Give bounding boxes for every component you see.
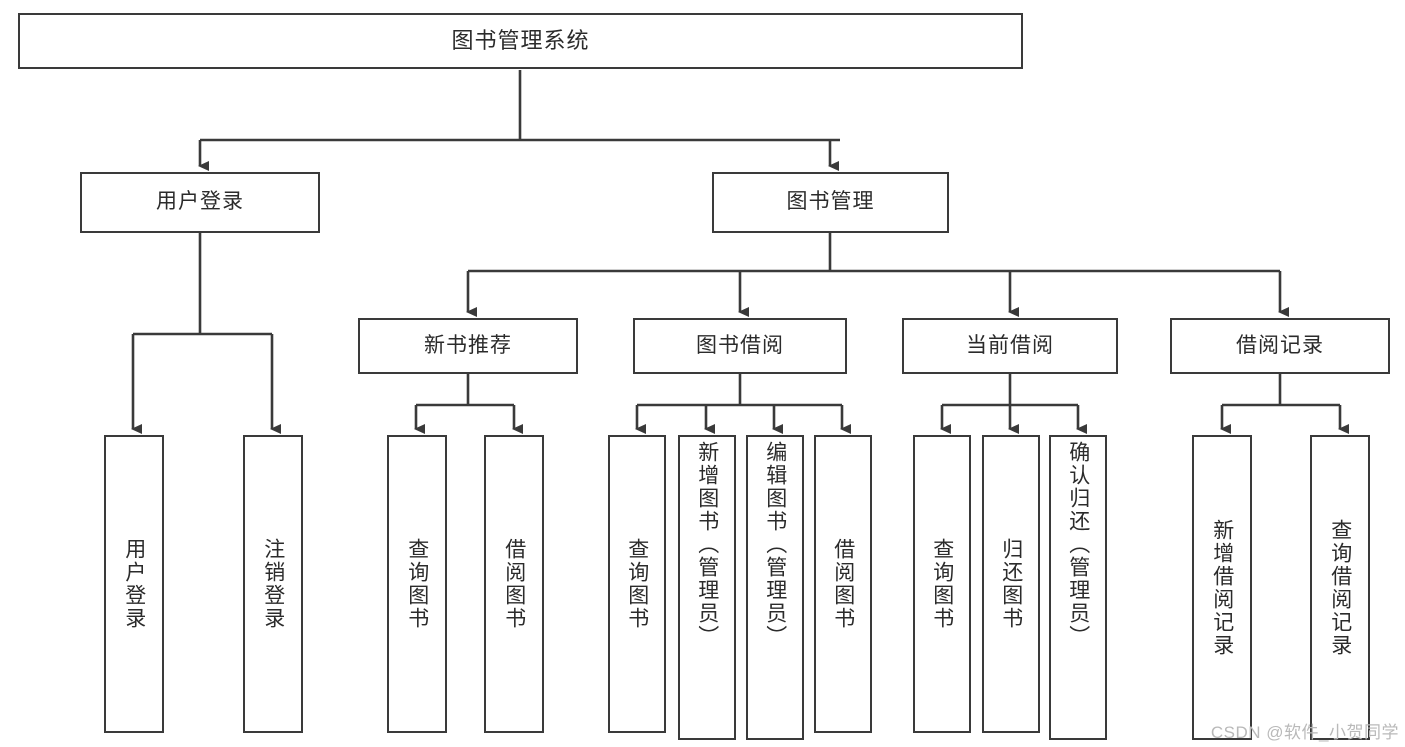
leaf-br-add-record-label: 新增借阅记录 [1210, 518, 1234, 657]
node-current-borrow[interactable]: 当前借阅 [902, 318, 1118, 374]
node-book-manage-label: 图书管理 [786, 190, 875, 214]
leaf-br-add-record[interactable]: 新增借阅记录 [1192, 435, 1252, 740]
node-user-login-label: 用户登录 [156, 190, 244, 214]
node-new-book-recommend-label: 新书推荐 [424, 333, 512, 357]
leaf-nb-query-book-label: 查询图书 [405, 538, 429, 630]
leaf-bb-edit-book-label: 编辑图书（管理员） [763, 441, 787, 648]
leaf-nb-borrow-book[interactable]: 借阅图书 [484, 435, 544, 733]
node-current-borrow-label: 当前借阅 [966, 333, 1054, 357]
node-borrow-record[interactable]: 借阅记录 [1170, 318, 1390, 374]
leaf-bb-edit-book[interactable]: 编辑图书（管理员） [746, 435, 804, 740]
leaf-bb-query-book[interactable]: 查询图书 [608, 435, 666, 733]
leaf-bb-add-book[interactable]: 新增图书（管理员） [678, 435, 736, 740]
node-borrow-record-label: 借阅记录 [1236, 333, 1324, 357]
leaf-user-login[interactable]: 用户登录 [104, 435, 164, 733]
leaf-logout[interactable]: 注销登录 [243, 435, 303, 733]
leaf-cb-query-book-label: 查询图书 [930, 538, 954, 630]
node-book-borrow-label: 图书借阅 [696, 333, 784, 357]
leaf-cb-confirm-return[interactable]: 确认归还（管理员） [1049, 435, 1107, 740]
node-root[interactable]: 图书管理系统 [18, 13, 1023, 69]
leaf-nb-borrow-book-label: 借阅图书 [502, 538, 526, 630]
leaf-cb-confirm-return-label: 确认归还（管理员） [1066, 441, 1090, 648]
leaf-bb-query-book-label: 查询图书 [625, 538, 649, 630]
leaf-cb-return-book-label: 归还图书 [999, 538, 1023, 630]
node-book-borrow[interactable]: 图书借阅 [633, 318, 847, 374]
leaf-bb-add-book-label: 新增图书（管理员） [695, 441, 719, 648]
node-root-label: 图书管理系统 [451, 28, 590, 54]
leaf-br-query-record[interactable]: 查询借阅记录 [1310, 435, 1370, 740]
leaf-bb-borrow-book-label: 借阅图书 [831, 538, 855, 630]
leaf-cb-return-book[interactable]: 归还图书 [982, 435, 1040, 733]
node-new-book-recommend[interactable]: 新书推荐 [358, 318, 578, 374]
node-book-manage[interactable]: 图书管理 [712, 172, 949, 233]
leaf-logout-label: 注销登录 [261, 538, 285, 630]
leaf-user-login-label: 用户登录 [122, 538, 146, 630]
leaf-nb-query-book[interactable]: 查询图书 [387, 435, 447, 733]
leaf-bb-borrow-book[interactable]: 借阅图书 [814, 435, 872, 733]
node-user-login[interactable]: 用户登录 [80, 172, 320, 233]
leaf-cb-query-book[interactable]: 查询图书 [913, 435, 971, 733]
leaf-br-query-record-label: 查询借阅记录 [1328, 518, 1352, 657]
